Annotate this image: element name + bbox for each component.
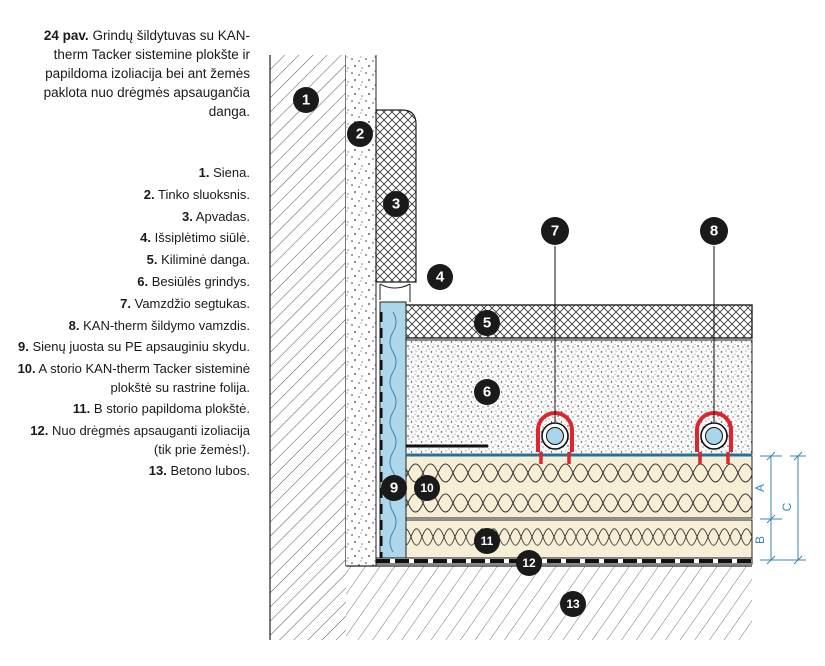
marker-4: 4 (427, 264, 453, 290)
additional-board (405, 519, 753, 559)
svg-text:10: 10 (420, 481, 434, 495)
svg-text:8: 8 (710, 223, 718, 240)
carpet-layer (403, 304, 753, 339)
svg-text:5: 5 (483, 315, 491, 332)
legend-item-1: 1. Siena. (198, 165, 250, 180)
figure-number: 24 pav. (43, 28, 89, 43)
svg-text:12: 12 (522, 556, 536, 570)
legend: 1. Siena. 2. Tinko sluoksnis. 3. Apvadas… (10, 164, 250, 484)
marker-12: 12 (516, 550, 542, 576)
svg-text:9: 9 (390, 480, 398, 497)
svg-text:7: 7 (551, 223, 559, 240)
legend-item-9: 9. Sienų juosta su PE apsauginiu skydu. (18, 339, 250, 355)
dimension-b-label: B (753, 536, 767, 544)
marker-11: 11 (474, 528, 500, 554)
legend-item-8: 8. KAN-therm šildymo vamzdis. (68, 317, 250, 333)
legend-item-5: 5. Kiliminė danga. (146, 252, 250, 268)
figure-caption-text: Grindų šildytuvas su KAN-therm Tacker si… (43, 28, 250, 119)
marker-1: 1 (293, 87, 319, 113)
marker-2: 2 (347, 121, 373, 147)
marker-3: 3 (383, 191, 409, 217)
dimension-lines (760, 451, 806, 565)
wall-strip-pattern (389, 311, 397, 553)
svg-text:6: 6 (483, 384, 491, 401)
dimension-a-label: A (753, 484, 767, 492)
wall (270, 55, 346, 640)
concrete-slab (346, 566, 752, 640)
legend-item-2: 2. Tinko sluoksnis. (143, 186, 250, 202)
svg-text:4: 4 (436, 269, 445, 286)
tacker-board (405, 455, 753, 519)
dimension-c-label: C (780, 502, 794, 511)
marker-13: 13 (560, 591, 586, 617)
legend-item-6: 6. Besiūlės grindys. (137, 273, 250, 289)
svg-text:3: 3 (392, 196, 400, 213)
marker-5: 5 (474, 310, 500, 336)
legend-item-4: 4. Išsiplėtimo siūlė. (140, 230, 250, 246)
marker-9: 9 (381, 475, 407, 501)
svg-text:1: 1 (302, 92, 310, 109)
marker-7: 7 (541, 217, 569, 245)
figure-caption: 24 pav. Grindų šildytuvas su KAN-therm T… (10, 26, 250, 121)
svg-text:2: 2 (356, 126, 364, 143)
svg-text:11: 11 (481, 534, 494, 548)
marker-6: 6 (474, 379, 500, 405)
moisture-membrane (375, 557, 753, 565)
screed-layer (403, 339, 753, 455)
legend-item-3: 3. Apvadas. (182, 208, 250, 224)
legend-item-13: 13. Betono lubos. (148, 463, 250, 479)
marker-8: 8 (700, 217, 728, 245)
legend-item-7: 7. Vamzdžio segtukas. (120, 295, 250, 311)
legend-item-12: 12. Nuo drėgmės apsauganti izoliacija (t… (30, 423, 250, 457)
marker-10: 10 (414, 475, 440, 501)
legend-item-11: 11. B storio papildoma plokštė. (72, 401, 250, 417)
expansion-joint (379, 283, 411, 289)
svg-text:13: 13 (566, 597, 580, 611)
legend-item-10: 10. A storio KAN-therm Tacker sisteminė … (17, 361, 250, 395)
